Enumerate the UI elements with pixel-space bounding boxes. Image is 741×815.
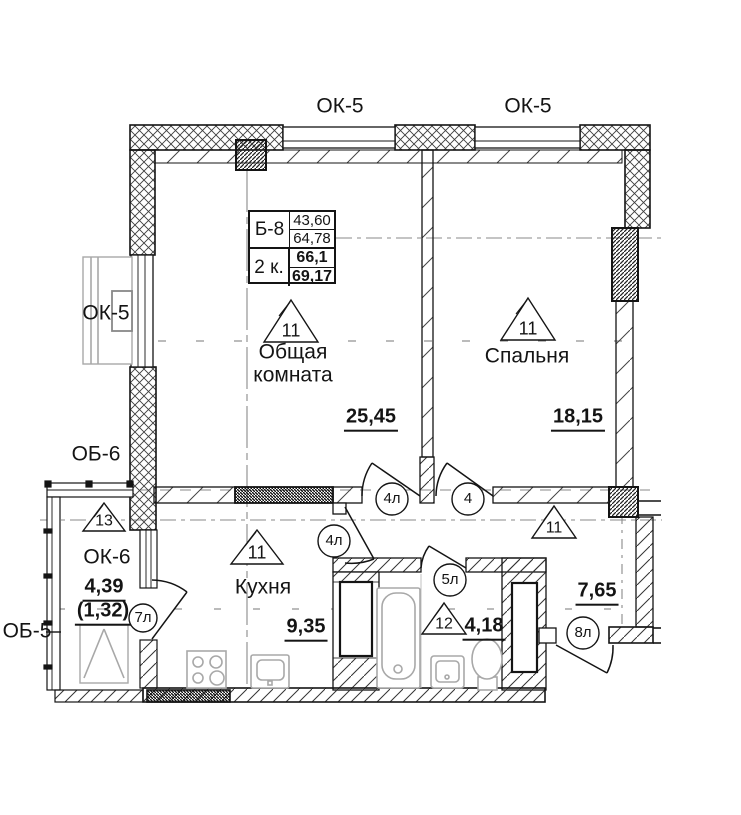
wall-hall-right bbox=[635, 516, 654, 628]
window-top-left bbox=[282, 126, 396, 149]
window-top-right bbox=[474, 126, 581, 149]
column-right-mid bbox=[608, 486, 639, 518]
window-label-ok5-left: ОК-5 bbox=[82, 301, 130, 325]
marker-number-hallway: 11 bbox=[545, 519, 563, 537]
stove bbox=[186, 650, 227, 689]
door-circle-bedroom bbox=[451, 482, 485, 516]
door-mark-entrance: 8л bbox=[574, 623, 592, 641]
balcony-walls bbox=[43, 480, 158, 703]
triangle-marker-bathroom bbox=[420, 601, 468, 635]
balcony-partition-wall bbox=[139, 639, 158, 689]
door-circle-balcony bbox=[128, 603, 158, 633]
duct-bath-hall bbox=[510, 581, 539, 674]
wall-living-bottom-a bbox=[153, 486, 236, 504]
interior-walls bbox=[142, 149, 610, 703]
toilet-bowl bbox=[471, 638, 503, 680]
door-mark-kitchen: 4л bbox=[325, 531, 343, 549]
room-area-balcony: 4,39 bbox=[82, 576, 126, 602]
room-area-kitchen: 9,35 bbox=[284, 616, 328, 642]
title-block-value-1: 43,60 bbox=[290, 212, 334, 230]
wall-kitchen-stub bbox=[332, 502, 347, 515]
window-left bbox=[130, 254, 154, 368]
room-name-bedroom: Спальня bbox=[484, 344, 570, 368]
title-block-value-4: 69,17 bbox=[291, 268, 333, 285]
triangle-marker-balcony bbox=[81, 501, 127, 532]
balcony-partition-window bbox=[139, 529, 158, 589]
wall-top-mid-pier bbox=[394, 124, 476, 151]
triangle-marker-hallway bbox=[530, 504, 578, 539]
wall-bedroom-right bbox=[615, 300, 634, 488]
window-label-ob5: ОБ-5 bbox=[2, 619, 52, 643]
marker-number-kitchen: 11 bbox=[247, 542, 267, 563]
marker-number-bathroom: 12 bbox=[435, 615, 453, 633]
window-label-ok6: ОК-6 bbox=[83, 545, 131, 569]
room-area-bathroom: 4,18 bbox=[462, 615, 506, 641]
marker-shapes bbox=[81, 296, 600, 650]
room-area-hallway: 7,65 bbox=[575, 580, 619, 606]
column-right-upper bbox=[611, 227, 639, 302]
wall-entry-right-block bbox=[608, 626, 654, 644]
window-label-ok5-top-right: ОК-5 bbox=[504, 94, 552, 118]
partition-rooms bbox=[421, 149, 434, 458]
balcony-window-symbol bbox=[79, 624, 129, 684]
doors bbox=[151, 462, 614, 674]
room-area-living: 25,45 bbox=[343, 406, 399, 432]
wall-top-inner-layer bbox=[154, 149, 623, 164]
door-circle-living bbox=[375, 482, 409, 516]
wall-left-lower bbox=[129, 366, 157, 531]
room-name-kitchen: Кухня bbox=[234, 575, 292, 599]
bedroom-door-leaf bbox=[435, 462, 494, 497]
windows bbox=[130, 126, 581, 368]
left-window-sash bbox=[111, 290, 133, 332]
balcony-door-leaf bbox=[151, 579, 188, 640]
marker-number-living: 11 bbox=[281, 320, 301, 341]
entry-door-jamb bbox=[538, 627, 557, 644]
triangle-marker-bedroom bbox=[499, 296, 557, 341]
wall-bedroom-bottom bbox=[492, 486, 610, 504]
living-door-leaf bbox=[361, 462, 421, 497]
title-block-unit: Б-8 bbox=[250, 212, 290, 249]
triangle-marker-living bbox=[262, 298, 320, 343]
kitchen-fixtures bbox=[186, 650, 290, 689]
plumbing-fixtures bbox=[79, 256, 503, 691]
window-label-ok5-top-left: ОК-5 bbox=[316, 94, 364, 118]
wall-top-right-pier bbox=[579, 124, 651, 151]
title-block-value-2: 64,78 bbox=[290, 230, 334, 249]
wall-living-bottom-b bbox=[332, 486, 363, 504]
wall-living-bottom-dark bbox=[234, 486, 334, 504]
marker-number-balcony: 13 bbox=[95, 512, 113, 530]
exterior-walls bbox=[129, 124, 661, 644]
wall-left-upper bbox=[129, 149, 156, 256]
wall-bath-top-left bbox=[332, 557, 422, 573]
entrance-door-leaf bbox=[555, 644, 614, 674]
bathroom-door-leaf bbox=[420, 545, 467, 569]
title-block: Б-8 43,60 64,78 2 к. 66,1 69,17 bbox=[248, 210, 336, 286]
columns bbox=[235, 139, 639, 518]
column-top-left bbox=[235, 139, 267, 171]
window-label-ob6: ОБ-6 bbox=[71, 442, 121, 466]
door-mark-living: 4л bbox=[383, 489, 401, 507]
balcony-left-glazing bbox=[46, 496, 61, 691]
room-area-balcony-reduced: (1,32) bbox=[74, 600, 132, 626]
door-mark-balcony: 7л bbox=[134, 608, 152, 626]
title-block-value-3: 66,1 bbox=[290, 249, 334, 268]
room-area-bedroom: 18,15 bbox=[550, 406, 606, 432]
kitchen-door-leaf bbox=[344, 506, 375, 565]
wall-bottom-dark bbox=[146, 689, 231, 703]
door-circle-bathroom bbox=[433, 563, 467, 597]
room-name-living: Общая комната bbox=[253, 340, 333, 386]
door-circle-kitchen bbox=[317, 524, 351, 558]
wall-right-upper bbox=[624, 149, 651, 229]
door-mark-bedroom: 4 bbox=[463, 489, 473, 507]
door-mark-bathroom: 5л bbox=[441, 570, 459, 588]
duct-kitchen-bath bbox=[338, 580, 374, 658]
title-block-room-count: 2 к. bbox=[250, 249, 290, 286]
partition-rooms-pier bbox=[419, 456, 435, 504]
triangle-marker-kitchen bbox=[229, 528, 285, 565]
door-circle-entrance bbox=[566, 616, 600, 650]
marker-number-bedroom: 11 bbox=[518, 318, 538, 339]
balcony-bottom-wall bbox=[54, 689, 144, 703]
